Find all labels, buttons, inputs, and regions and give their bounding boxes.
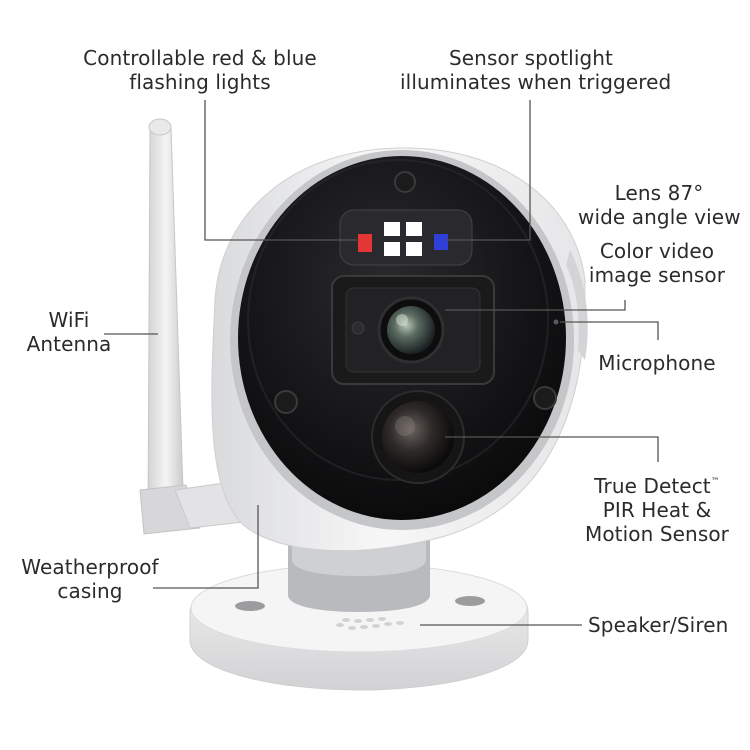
label-wifi-antenna: WiFi Antenna	[24, 308, 114, 356]
label-speaker-text: Speaker/Siren	[588, 613, 729, 637]
light-bar	[339, 209, 473, 266]
label-pir-line3: Motion Sensor	[584, 522, 729, 546]
label-spotlight-line2: illuminates when triggered	[400, 70, 672, 94]
leader-line-spotlight	[446, 100, 531, 241]
label-wifi-line1: WiFi	[48, 308, 90, 332]
leader-line-casing	[153, 505, 259, 589]
label-image-sensor-line1: Color video	[599, 239, 715, 263]
label-wifi-line2: Antenna	[26, 332, 112, 356]
label-microphone-text: Microphone	[598, 351, 716, 375]
leader-line-microphone	[560, 321, 659, 340]
microphone-hole	[553, 319, 559, 325]
label-lens-line1: Lens 87°	[614, 181, 704, 205]
label-microphone: Microphone	[594, 351, 720, 375]
label-lens: Lens 87° wide angle view	[578, 181, 741, 229]
label-spotlight: Sensor spotlight illuminates when trigge…	[400, 46, 672, 94]
pir-sensor	[371, 390, 465, 484]
label-casing: Weatherproof casing	[14, 555, 166, 603]
leader-line-flashing-lights	[204, 100, 357, 241]
label-speaker-siren: Speaker/Siren	[588, 613, 738, 637]
label-pir-line2: PIR Heat &	[602, 498, 712, 522]
label-casing-line1: Weatherproof	[21, 555, 159, 579]
label-lens-line2: wide angle view	[578, 205, 741, 229]
label-pir-line1: True Detect™	[584, 470, 730, 498]
lens-assembly	[331, 275, 495, 385]
label-flashing-lights-line2: flashing lights	[129, 70, 271, 94]
label-casing-line2: casing	[57, 579, 123, 603]
label-flashing-lights-line1: Controllable red & blue	[83, 46, 317, 70]
label-pir-sensor: True Detect™ PIR Heat & Motion Sensor	[584, 470, 730, 546]
speaker-grille	[336, 617, 404, 630]
label-pir-line1-text: True Detect	[594, 474, 711, 498]
label-image-sensor-line2: image sensor	[588, 263, 726, 287]
leader-line-lens	[445, 300, 626, 311]
leader-line-pir	[445, 436, 659, 462]
leader-lines	[104, 100, 659, 626]
label-flashing-lights: Controllable red & blue flashing lights	[82, 46, 318, 94]
label-image-sensor: Color video image sensor	[584, 239, 730, 287]
trademark-symbol: ™	[710, 477, 720, 487]
label-spotlight-line1: Sensor spotlight	[448, 46, 614, 70]
